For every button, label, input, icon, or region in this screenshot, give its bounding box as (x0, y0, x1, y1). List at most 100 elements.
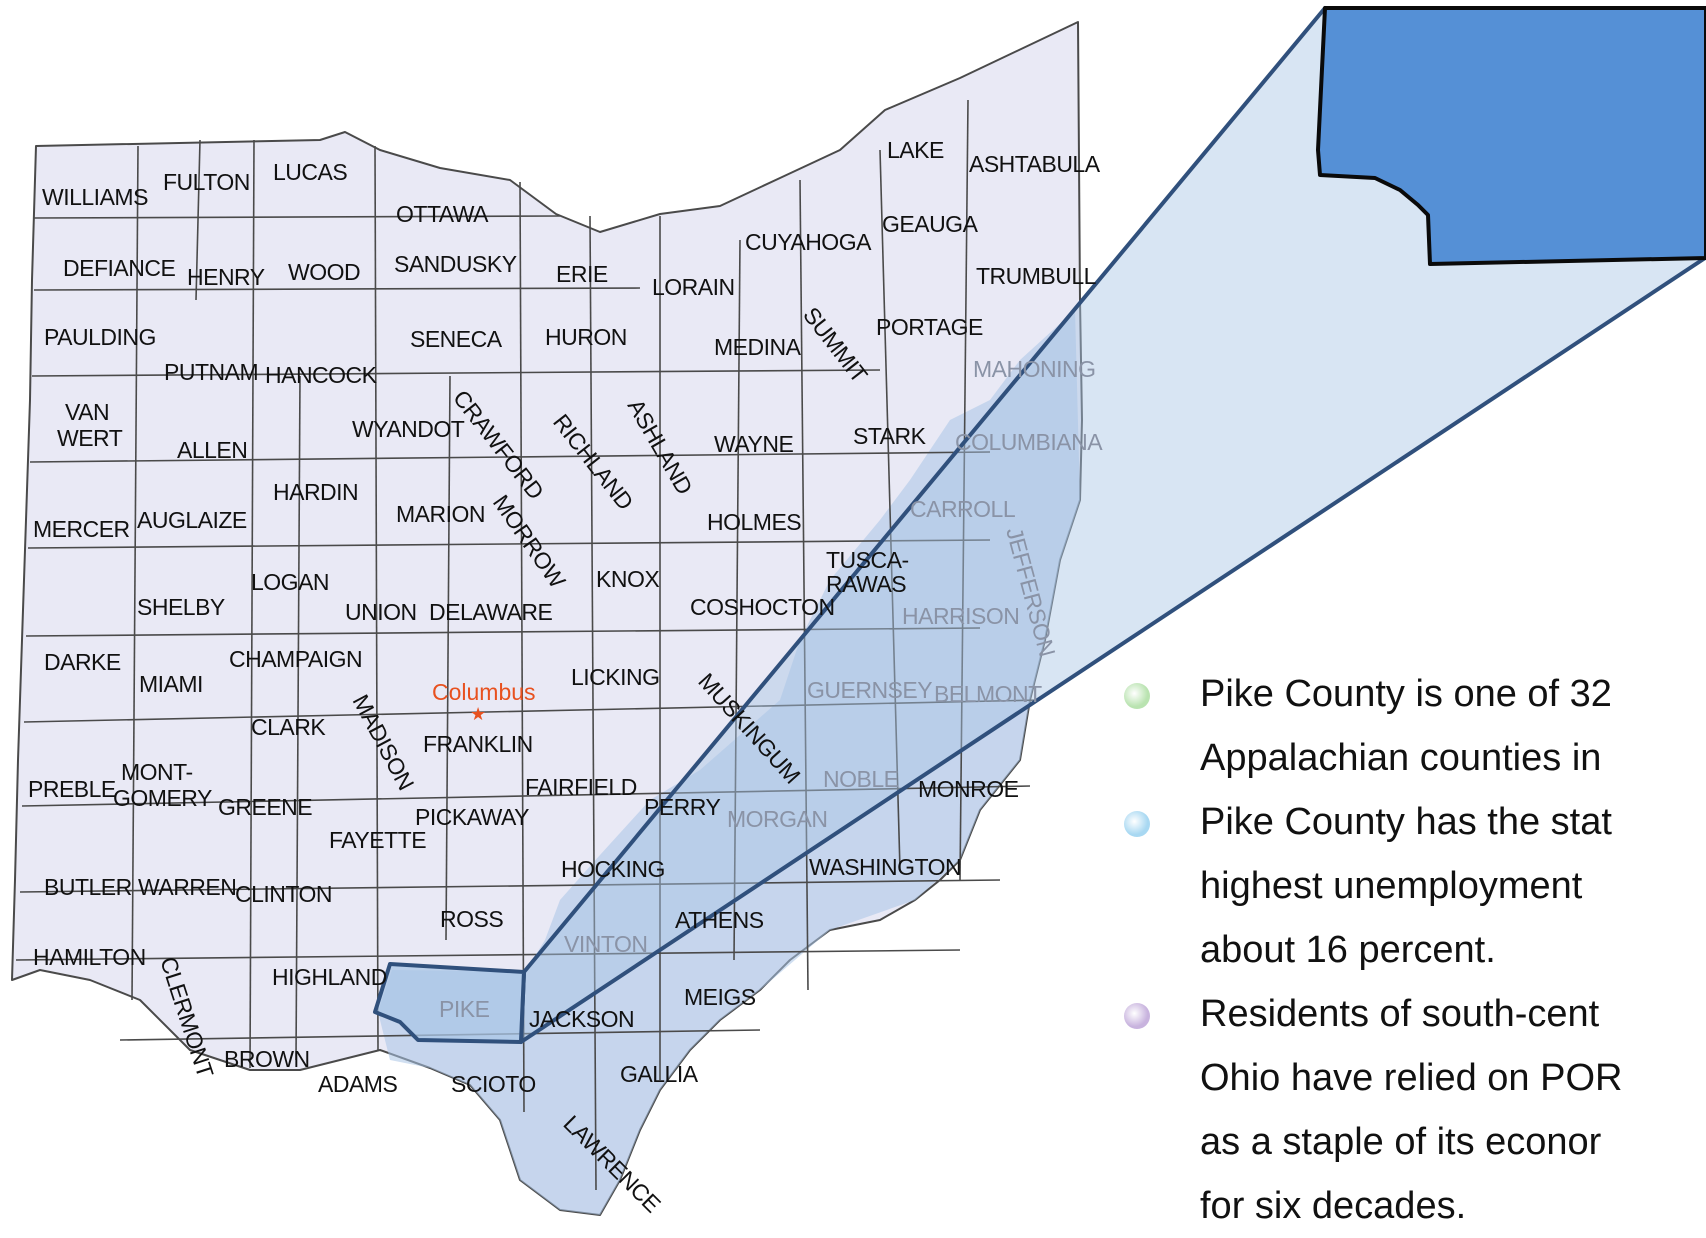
city-label-columbus: Columbus (432, 679, 536, 705)
county-label-ashtabula: ASHTABULA (969, 151, 1101, 177)
county-label-van: VAN (65, 399, 109, 425)
bullet-dot-icon (1124, 683, 1150, 709)
county-label-union: UNION (345, 599, 417, 625)
county-label-logan: LOGAN (251, 569, 329, 595)
county-label-holmes: HOLMES (707, 509, 801, 535)
appalachian-region-overlay (378, 310, 1080, 1215)
county-label-mahoning: MAHONING (973, 356, 1096, 382)
pike-county-highlight (373, 962, 526, 1044)
county-label-greene: GREENE (218, 794, 312, 820)
bullet-item-appalachian: Pike County is one of 32 Appalachian cou… (1118, 662, 1706, 790)
county-label-hocking: HOCKING (561, 856, 665, 882)
county-label-henry: HENRY (187, 264, 265, 290)
bullet-item-unemployment: Pike County has the stat highest unemplo… (1118, 790, 1706, 982)
county-label-guernsey: GUERNSEY (807, 677, 932, 703)
bullet-item-residents: Residents of south-cent Ohio have relied… (1118, 982, 1706, 1238)
bullet-line: Pike County is one of 32 (1200, 673, 1612, 715)
county-label-gomery: GOMERY (113, 785, 212, 811)
county-label-meigs: MEIGS (684, 984, 756, 1010)
bullet-line: about 16 percent. (1200, 929, 1496, 971)
bullet-line: Ohio have relied on POR (1200, 1057, 1623, 1099)
county-label-perry: PERRY (644, 794, 720, 820)
county-label-preble: PREBLE (28, 776, 116, 802)
pike-county-zoom-shape (1316, 6, 1706, 266)
county-label-mont: MONT- (121, 759, 193, 785)
county-label-lucas: LUCAS (273, 159, 347, 185)
county-label-miami: MIAMI (139, 671, 203, 697)
county-label-adams: ADAMS (318, 1071, 397, 1097)
county-label-williams: WILLIAMS (42, 184, 148, 210)
county-label-knox: KNOX (596, 566, 659, 592)
bullet-list: Pike County is one of 32 Appalachian cou… (1118, 662, 1706, 1238)
county-label-hancock: HANCOCK (265, 362, 378, 388)
bullet-dot-icon (1124, 811, 1150, 837)
county-label-pickaway: PICKAWAY (415, 804, 529, 830)
county-label-coshocton: COSHOCTON (690, 594, 835, 620)
county-label-lorain: LORAIN (652, 274, 735, 300)
county-label-rawas: RAWAS (826, 571, 906, 597)
county-label-geauga: GEAUGA (882, 211, 979, 237)
county-label-darke: DARKE (44, 649, 121, 675)
county-label-ross: ROSS (440, 906, 503, 932)
county-label-pike: PIKE (439, 996, 490, 1022)
county-label-scioto: SCIOTO (451, 1071, 536, 1097)
county-label-washington: WASHINGTON (809, 854, 961, 880)
county-label-jackson: JACKSON (529, 1006, 634, 1032)
county-label-wert: WERT (57, 425, 123, 451)
county-label-huron: HURON (545, 324, 627, 350)
county-label-athens: ATHENS (675, 907, 764, 933)
city-star-icon: ★ (470, 704, 486, 724)
county-label-noble: NOBLE (823, 766, 899, 792)
county-label-highland: HIGHLAND (272, 964, 387, 990)
county-label-gallia: GALLIA (620, 1061, 699, 1087)
county-label-brown: BROWN (224, 1046, 310, 1072)
county-label-seneca: SENECA (410, 326, 503, 352)
bullet-line: for six decades. (1200, 1185, 1467, 1227)
county-label-marion: MARION (396, 501, 485, 527)
county-label-trumbull: TRUMBULL (976, 263, 1097, 289)
county-label-belmont: BELMONT (934, 681, 1042, 707)
county-label-monroe: MONROE (918, 776, 1019, 802)
county-label-wood: WOOD (288, 259, 360, 285)
county-label-fairfield: FAIRFIELD (525, 774, 637, 800)
county-label-wayne: WAYNE (714, 431, 793, 457)
county-label-lake: LAKE (887, 137, 944, 163)
county-label-cuyahoga: CUYAHOGA (745, 229, 872, 255)
county-label-harrison: HARRISON (902, 603, 1019, 629)
county-label-hamilton: HAMILTON (33, 944, 146, 970)
bullet-line: Residents of south-cent (1200, 993, 1600, 1035)
bullet-line: Appalachian counties in (1200, 737, 1602, 779)
county-label-columbiana: COLUMBIANA (955, 429, 1103, 455)
county-label-butler: BUTLER (44, 874, 132, 900)
county-label-portage: PORTAGE (876, 314, 983, 340)
county-borders (15, 99, 1041, 1191)
county-label-stark: STARK (853, 423, 927, 449)
bullet-line: Pike County has the stat (1200, 801, 1612, 843)
county-label-medina: MEDINA (714, 334, 802, 360)
bullet-dot-icon (1124, 1003, 1150, 1029)
county-label-fulton: FULTON (163, 169, 250, 195)
county-label-morgan: MORGAN (727, 806, 828, 832)
county-label-delaware: DELAWARE (429, 599, 553, 625)
bullet-line: as a staple of its econor (1200, 1121, 1602, 1163)
county-label-hardin: HARDIN (273, 479, 358, 505)
county-label-allen: ALLEN (177, 437, 247, 463)
county-label-ottawa: OTTAWA (396, 201, 489, 227)
county-label-putnam: PUTNAM (164, 359, 258, 385)
county-label-warren: WARREN (138, 874, 236, 900)
county-label-auglaize: AUGLAIZE (137, 507, 247, 533)
county-label-clinton: CLINTON (235, 881, 332, 907)
county-label-shelby: SHELBY (137, 594, 225, 620)
county-label-erie: ERIE (556, 261, 608, 287)
county-label-clark: CLARK (251, 714, 326, 740)
county-label-sandusky: SANDUSKY (394, 251, 517, 277)
county-label-vinton: VINTON (564, 931, 647, 957)
county-label-paulding: PAULDING (44, 324, 156, 350)
bullet-line: highest unemployment (1200, 865, 1583, 907)
county-label-carroll: CARROLL (910, 496, 1016, 522)
county-label-franklin: FRANKLIN (423, 731, 533, 757)
county-label-tusca: TUSCA- (826, 547, 909, 573)
county-label-fayette: FAYETTE (329, 827, 426, 853)
county-label-defiance: DEFIANCE (63, 255, 175, 281)
